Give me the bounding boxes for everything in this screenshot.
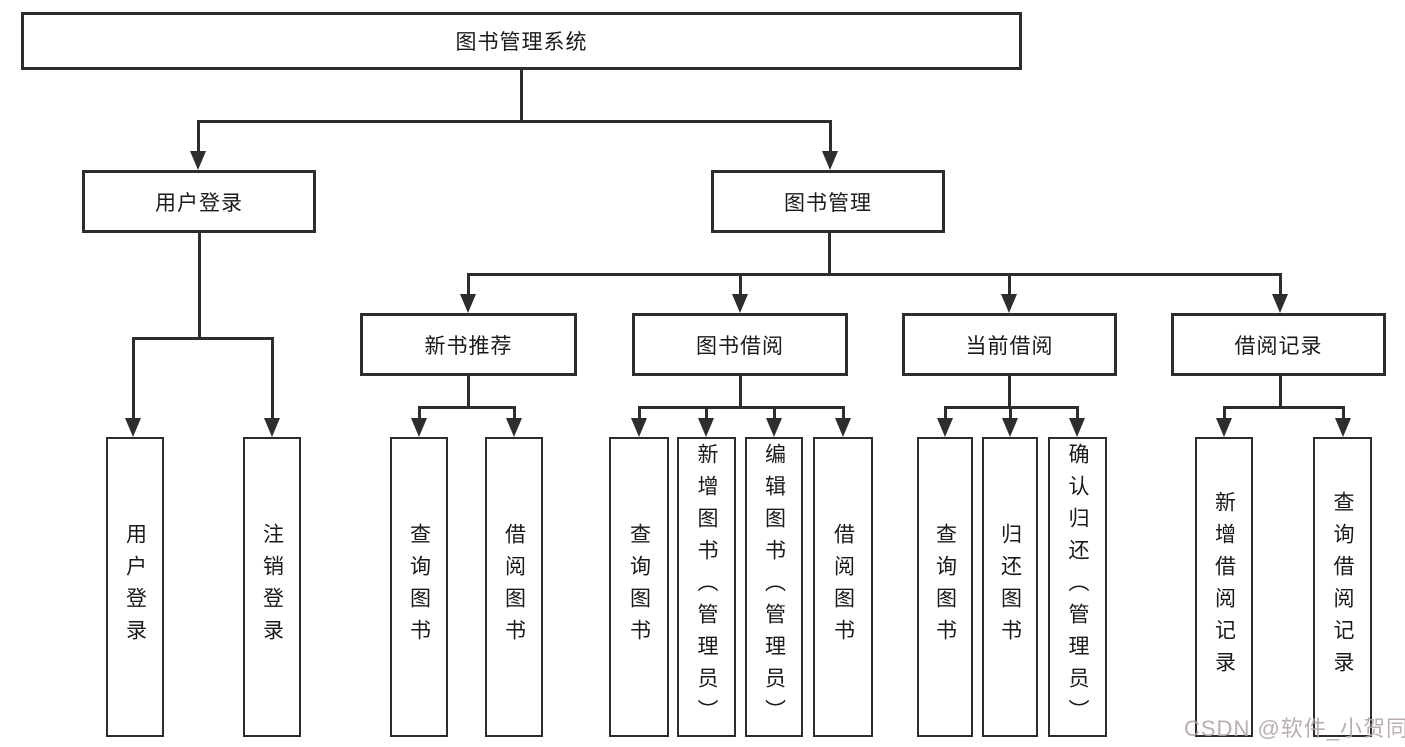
node-label: 新书推荐 [424,334,513,358]
connector-vline [704,406,708,420]
connector-vline [519,70,523,120]
connector-hline [944,406,1079,409]
connector-hline [467,273,1282,276]
node-library-management-system: 图书管理系统 [21,12,1022,70]
leaf-query-books-recommend: 查询图书 [390,437,448,737]
connector-vline [1007,273,1011,296]
leaf-query-borrow-record: 查询借阅记录 [1313,437,1372,737]
connector-vline [1341,406,1345,420]
leaf-edit-books-admin: 编辑图书（管理员） [745,437,803,737]
leaf-label: 查询图书 [933,523,957,651]
connector-vline [466,376,470,406]
arrow-down-icon [1001,294,1017,313]
connector-vline [1075,406,1079,420]
connector-vline [827,233,831,273]
connector-vline [841,406,845,420]
arrow-down-icon [698,418,714,437]
connector-vline [1008,406,1012,420]
leaf-user-login: 用户登录 [106,437,164,737]
arrow-down-icon [1272,294,1288,313]
leaf-query-books-current: 查询图书 [917,437,973,737]
connector-vline [738,376,742,406]
connector-vline [270,337,274,420]
connector-vline [131,337,135,420]
leaf-label: 归还图书 [998,523,1022,651]
connector-vline [1007,376,1011,406]
arrow-down-icon [822,151,838,170]
leaf-add-borrow-record: 新增借阅记录 [1195,437,1253,737]
connector-hline [638,406,845,409]
arrow-down-icon [631,418,647,437]
node-label: 用户登录 [155,191,243,215]
leaf-logout: 注销登录 [243,437,301,737]
connector-vline [197,233,201,337]
arrow-down-icon [732,294,748,313]
arrow-down-icon [1335,418,1351,437]
leaf-add-books-admin: 新增图书（管理员） [677,437,736,737]
leaf-label: 借阅图书 [502,523,526,651]
node-borrowing-records: 借阅记录 [1171,313,1386,376]
connector-vline [943,406,947,420]
node-book-management: 图书管理 [711,170,945,233]
leaf-label: 用户登录 [123,523,147,651]
arrow-down-icon [190,151,206,170]
connector-vline [1278,273,1282,296]
leaf-query-books-borrow: 查询图书 [609,437,669,737]
leaf-label: 编辑图书（管理员） [762,443,786,731]
arrow-down-icon [1216,418,1232,437]
leaf-return-books: 归还图书 [982,437,1038,737]
arrow-down-icon [1069,418,1085,437]
leaf-borrow-books-recommend: 借阅图书 [485,437,543,737]
leaf-label: 查询借阅记录 [1331,491,1354,683]
arrow-down-icon [506,418,522,437]
connector-hline [1223,406,1345,409]
leaf-label: 注销登录 [260,523,284,651]
connector-vline [637,406,641,420]
leaf-label: 新增借阅记录 [1212,491,1236,683]
node-user-login: 用户登录 [82,170,316,233]
arrow-down-icon [937,418,953,437]
node-label: 图书管理 [784,191,872,215]
leaf-borrow-books: 借阅图书 [813,437,873,737]
node-label: 借阅记录 [1234,334,1323,358]
leaf-label: 借阅图书 [831,523,855,651]
leaf-label: 查询图书 [627,523,651,651]
arrow-down-icon [411,418,427,437]
connector-hline [418,406,516,409]
connector-vline [828,120,832,153]
connector-vline [466,273,470,296]
connector-vline [772,406,776,420]
leaf-label: 新增图书（管理员） [695,443,718,731]
node-label: 当前借阅 [965,334,1054,358]
leaf-confirm-return-admin: 确认归还（管理员） [1048,437,1107,737]
connector-vline [512,406,516,420]
watermark: CSDN @软件_小贺同学 [1184,716,1405,741]
connector-vline [417,406,421,420]
leaf-label: 确认归还（管理员） [1066,443,1089,731]
node-book-borrowing: 图书借阅 [632,313,848,376]
connector-vline [1222,406,1226,420]
connector-vline [1278,376,1282,406]
arrow-down-icon [264,418,280,437]
arrow-down-icon [460,294,476,313]
connector-hline [197,120,832,123]
connector-vline [196,120,200,153]
arrow-down-icon [1002,418,1018,437]
leaf-label: 查询图书 [407,523,431,651]
connector-vline [738,273,742,296]
arrow-down-icon [766,418,782,437]
arrow-down-icon [835,418,851,437]
arrow-down-icon [125,418,141,437]
node-new-book-recommendation: 新书推荐 [360,313,577,376]
node-label: 图书管理系统 [455,31,588,54]
node-current-borrowing: 当前借阅 [902,313,1117,376]
node-label: 图书借阅 [696,334,784,358]
connector-hline [132,337,274,340]
